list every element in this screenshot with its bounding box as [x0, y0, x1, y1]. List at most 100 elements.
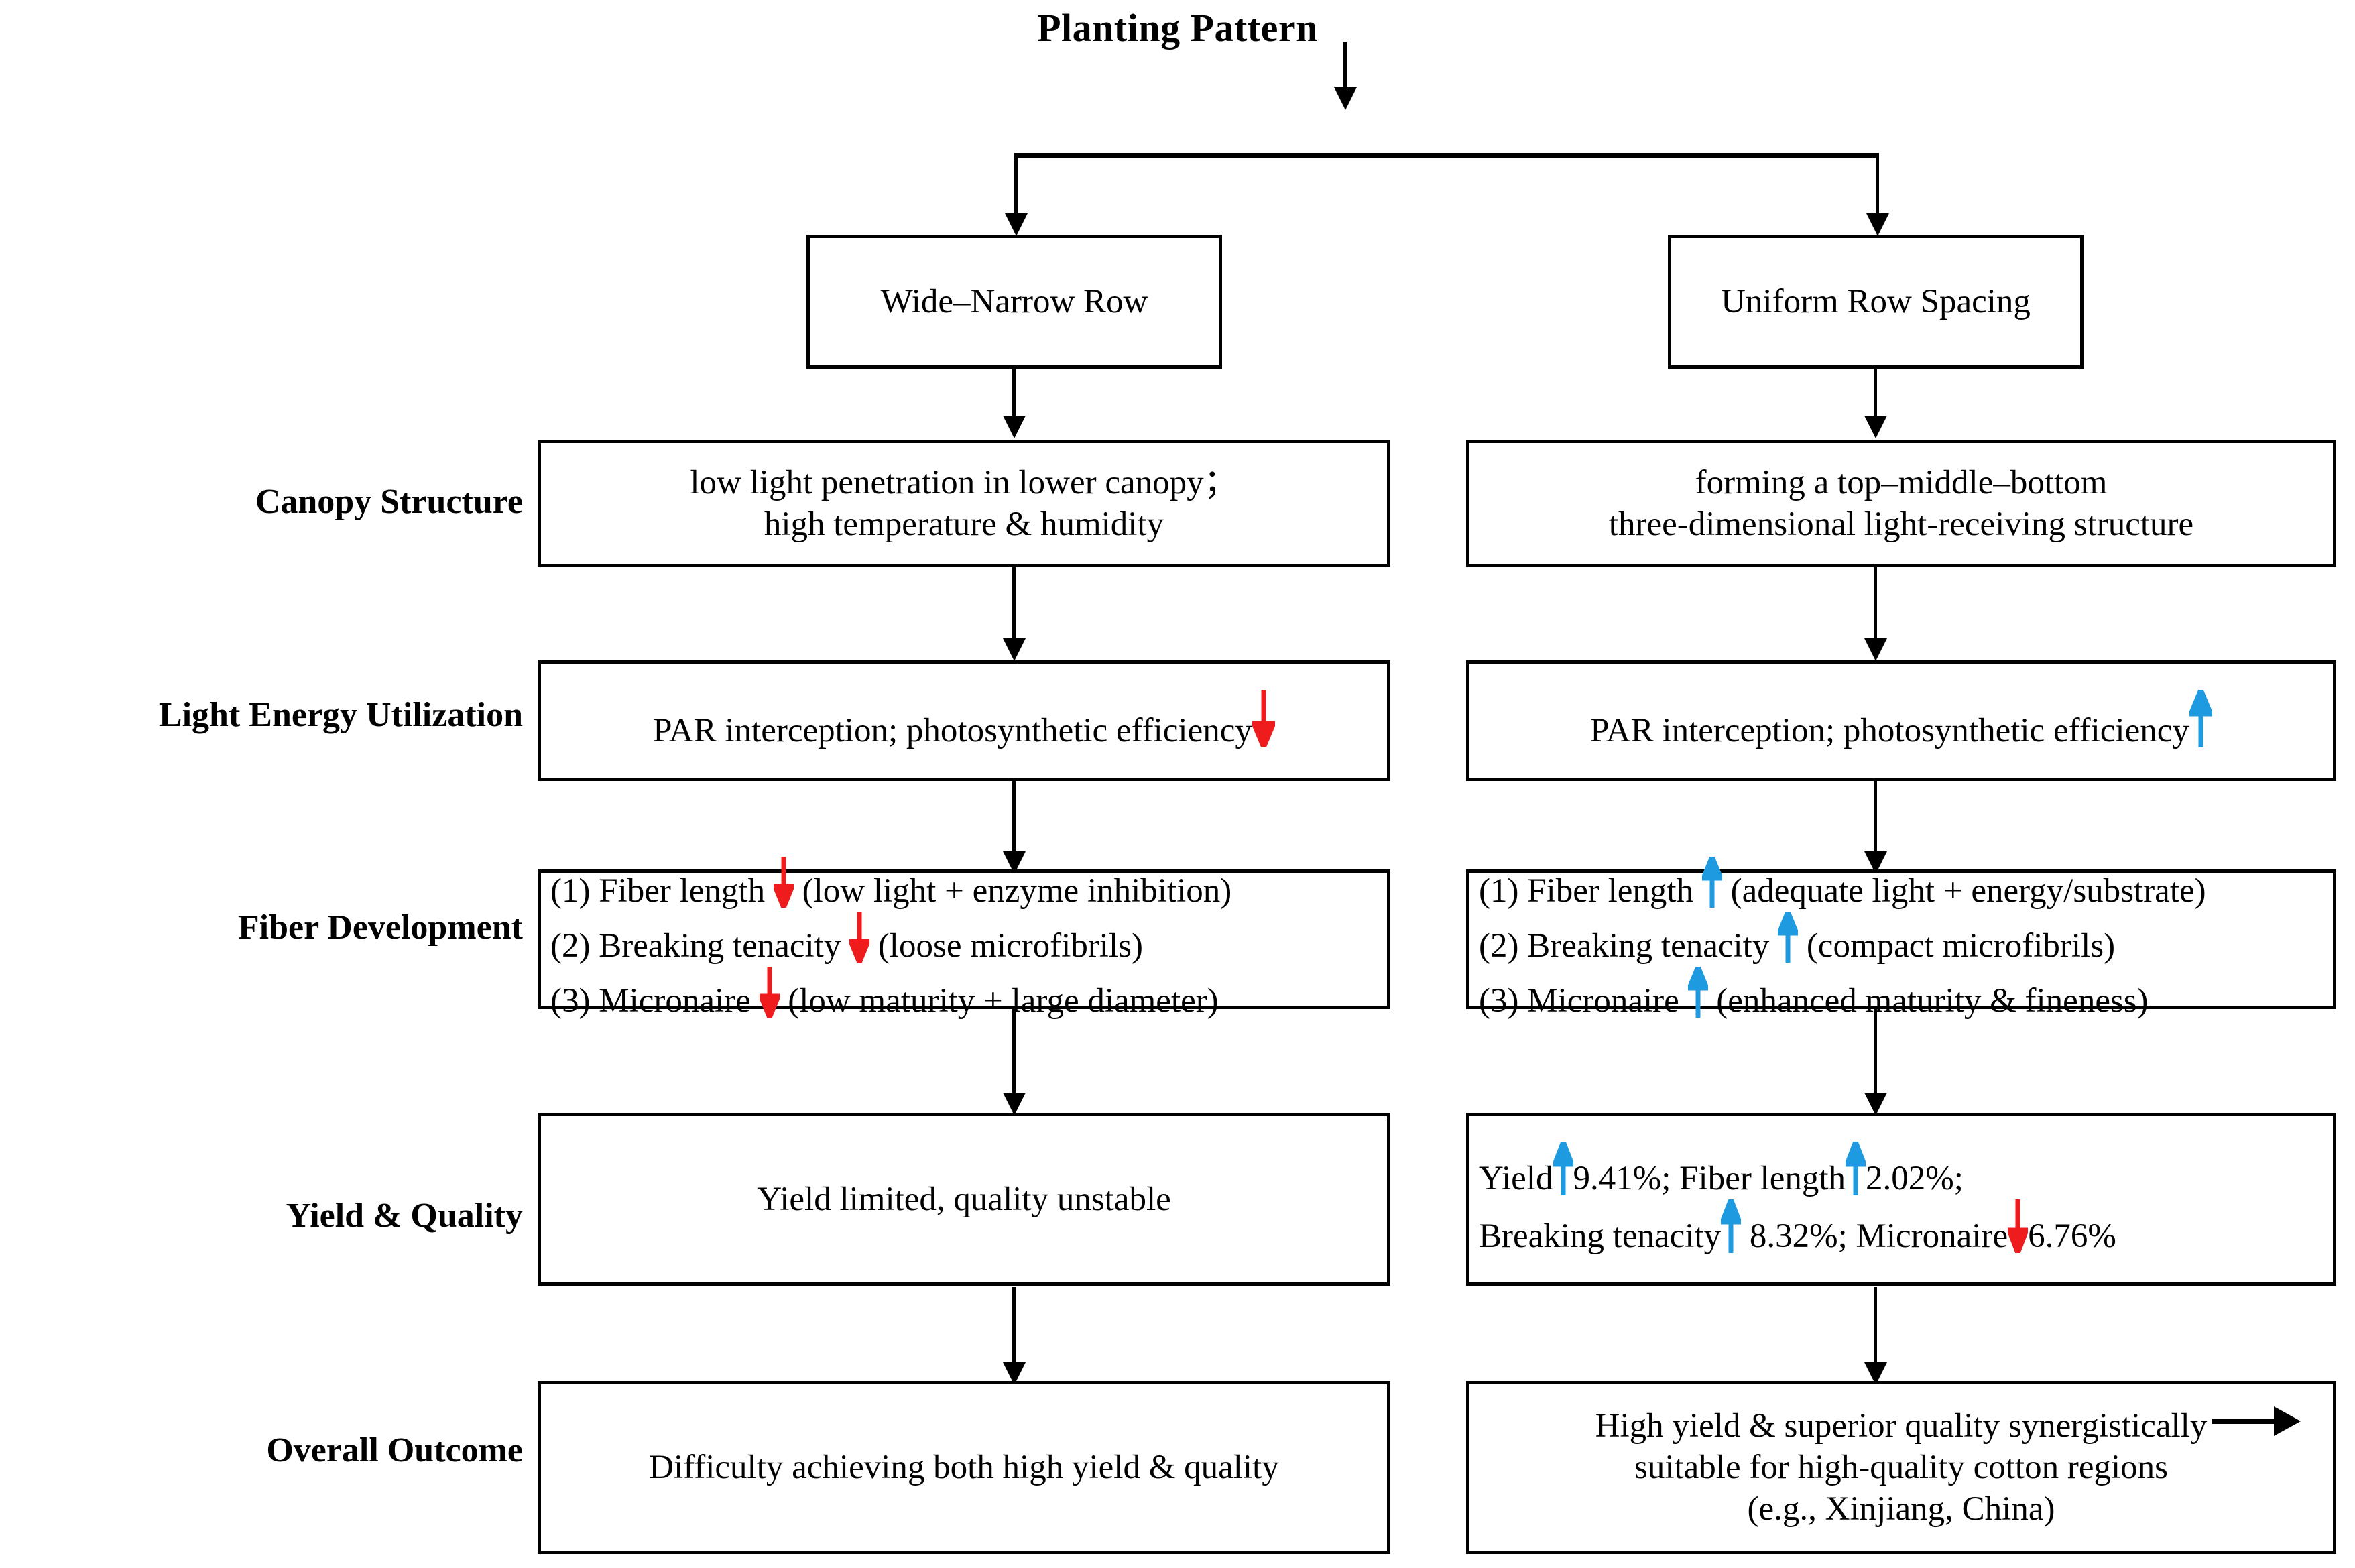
box-left-fiber-text: (1) Fiber length (low light + enzyme inh… — [541, 856, 1387, 1022]
down-arrow-icon — [773, 856, 794, 908]
connector-right-light-arrowhead — [1864, 638, 1887, 661]
box-left-fiber-1-metric: Fiber length — [599, 871, 766, 910]
row-label-outcome: Overall Outcome — [266, 1431, 523, 1469]
connector-right-yield-to-outcome — [1874, 1287, 1877, 1364]
box-left-fiber-1-note: (low light + enzyme inhibition) — [802, 871, 1232, 910]
down-arrow-icon — [759, 967, 780, 1018]
yield-metric-label: Yield — [1479, 1159, 1553, 1197]
up-arrow-icon — [2189, 689, 2212, 747]
up-arrow-icon — [1553, 1141, 1573, 1195]
yield-metric-value: 9.41%; — [1573, 1159, 1671, 1197]
box-right-canopy[interactable]: forming a top–middle–bottom three-dimens… — [1466, 440, 2336, 567]
box-right-fiber-1-index: (1) — [1479, 871, 1519, 910]
row-label-fiber: Fiber Development — [237, 908, 523, 947]
connector-left-light-to-fiber — [1012, 780, 1016, 853]
column-header-left[interactable]: Wide–Narrow Row — [806, 235, 1222, 369]
box-right-outcome-line3: (e.g., Xinjiang, China) — [1747, 1490, 2055, 1528]
up-arrow-icon — [1701, 856, 1722, 908]
connector-left-light-arrowhead — [1003, 638, 1026, 661]
connector-split-bar — [1014, 153, 1879, 158]
box-left-light[interactable]: PAR interception; photosynthetic efficie… — [538, 660, 1390, 781]
box-right-yield[interactable]: Yield 9.41%; Fiber length 2.02%; Breaking … — [1466, 1113, 2336, 1286]
box-right-light[interactable]: PAR interception; photosynthetic efficie… — [1466, 660, 2336, 781]
list-item: (1) Fiber length (low light + enzyme inh… — [550, 856, 1380, 912]
box-right-light-text: PAR interception; photosynthetic efficie… — [1469, 689, 2333, 751]
page-title: Planting Pattern — [1037, 6, 1318, 50]
box-right-fiber-3-note: (enhanced maturity & fineness) — [1716, 981, 2149, 1020]
box-left-fiber-3-index: (3) — [550, 981, 591, 1020]
box-right-fiber-3-metric: Micronaire — [1527, 981, 1679, 1020]
up-arrow-icon — [1721, 1199, 1742, 1253]
box-right-light-label: PAR interception; photosynthetic efficie… — [1590, 711, 2189, 749]
box-left-yield[interactable]: Yield limited, quality unstable — [538, 1113, 1390, 1286]
box-left-fiber-3-metric: Micronaire — [599, 981, 751, 1020]
box-right-fiber-1-note: (adequate light + energy/substrate) — [1730, 871, 2206, 910]
box-right-outcome[interactable]: High yield & superior quality synergisti… — [1466, 1381, 2336, 1554]
box-left-fiber-2-index: (2) — [550, 926, 591, 965]
column-header-right[interactable]: Uniform Row Spacing — [1668, 235, 2084, 369]
box-left-canopy[interactable]: low light penetration in lower canopy； h… — [538, 440, 1390, 567]
right-arrow-head — [2274, 1406, 2301, 1436]
box-left-fiber[interactable]: (1) Fiber length (low light + enzyme inh… — [538, 856, 1390, 1020]
yield-metric-value: 6.76% — [2028, 1217, 2116, 1255]
yield-metric-label: Fiber length — [1679, 1159, 1846, 1197]
box-right-outcome-line2: suitable for high-quality cotton regions — [1634, 1448, 2168, 1486]
box-right-outcome-line1: High yield & superior quality synergisti… — [1595, 1406, 2208, 1445]
connector-left-drop — [1014, 153, 1018, 220]
box-right-yield-line2: Breaking tenacity 8.32%; Micronaire 6.76% — [1479, 1199, 2326, 1257]
box-left-fiber-3-note: (low maturity + large diameter) — [788, 981, 1219, 1020]
list-item: (1) Fiber length (adequate light + energ… — [1479, 856, 2326, 912]
box-right-fiber-2-metric: Breaking tenacity — [1527, 926, 1770, 965]
box-right-fiber-3-index: (3) — [1479, 981, 1519, 1020]
box-right-fiber[interactable]: (1) Fiber length (adequate light + energ… — [1466, 856, 2336, 1020]
list-item: (2) Breaking tenacity (compact microfibr… — [1479, 911, 2326, 967]
column-header-right-label: Uniform Row Spacing — [1721, 282, 2031, 320]
down-arrow-icon — [849, 911, 870, 963]
box-right-canopy-line1: forming a top–middle–bottom — [1695, 463, 2108, 501]
up-arrow-icon — [1778, 911, 1799, 963]
connector-right-canopy-to-light — [1874, 566, 1877, 640]
list-item: (3) Micronaire (enhanced maturity & fine… — [1479, 967, 2326, 1022]
row-label-yield: Yield & Quality — [286, 1197, 523, 1235]
connector-left-fiber-to-yield — [1012, 1008, 1016, 1095]
connector-title-arrowhead — [1334, 87, 1357, 110]
box-right-yield-line1: Yield 9.41%; Fiber length 2.02%; — [1479, 1141, 2326, 1199]
yield-metric-value: 8.32%; — [1749, 1217, 1848, 1255]
box-right-fiber-1-metric: Fiber length — [1527, 871, 1694, 910]
connector-title-stem — [1343, 42, 1347, 90]
box-right-yield-text: Yield 9.41%; Fiber length 2.02%; Breaking … — [1469, 1141, 2333, 1257]
row-label-light: Light Energy Utilization — [158, 696, 523, 734]
connector-left-arrowhead — [1005, 213, 1028, 236]
box-left-fiber-2-metric: Breaking tenacity — [599, 926, 841, 965]
box-left-canopy-line1: low light penetration in lower canopy； — [690, 463, 1238, 501]
connector-left-yield-arrowhead — [1003, 1093, 1026, 1115]
box-right-fiber-text: (1) Fiber length (adequate light + energ… — [1469, 856, 2333, 1022]
box-left-outcome[interactable]: Difficulty achieving both high yield & q… — [538, 1381, 1390, 1554]
connector-right-arrowhead — [1866, 213, 1889, 236]
connector-right-canopy-arrowhead — [1864, 416, 1887, 438]
box-right-canopy-line2: three-dimensional light-receiving struct… — [1608, 505, 2194, 543]
right-arrow-icon — [2212, 1406, 2301, 1436]
yield-metric-value: 2.02%; — [1866, 1159, 1964, 1197]
list-item: (2) Breaking tenacity (loose microfibril… — [550, 911, 1380, 967]
down-arrow-icon — [1252, 689, 1275, 747]
box-left-canopy-text: low light penetration in lower canopy； h… — [541, 462, 1387, 545]
column-header-left-label: Wide–Narrow Row — [880, 282, 1148, 320]
connector-right-header-to-canopy — [1874, 369, 1877, 418]
box-left-fiber-1-index: (1) — [550, 871, 591, 910]
box-right-outcome-text: High yield & superior quality synergisti… — [1469, 1405, 2333, 1530]
yield-metric-label: Micronaire — [1856, 1217, 2008, 1255]
box-left-light-text: PAR interception; photosynthetic efficie… — [541, 689, 1387, 751]
box-right-fiber-2-note: (compact microfibrils) — [1806, 926, 2116, 965]
list-item: (3) Micronaire (low maturity + large dia… — [550, 967, 1380, 1022]
box-left-fiber-2-note: (loose microfibrils) — [878, 926, 1143, 965]
box-left-canopy-line2: high temperature & humidity — [764, 505, 1164, 543]
connector-left-yield-to-outcome — [1012, 1287, 1016, 1364]
connector-right-yield-arrowhead — [1864, 1093, 1887, 1115]
yield-metric-label: Breaking tenacity — [1479, 1217, 1722, 1255]
connector-right-drop — [1876, 153, 1879, 220]
row-label-canopy: Canopy Structure — [255, 483, 523, 521]
up-arrow-icon — [1687, 967, 1708, 1018]
box-left-light-label: PAR interception; photosynthetic efficie… — [653, 711, 1252, 749]
